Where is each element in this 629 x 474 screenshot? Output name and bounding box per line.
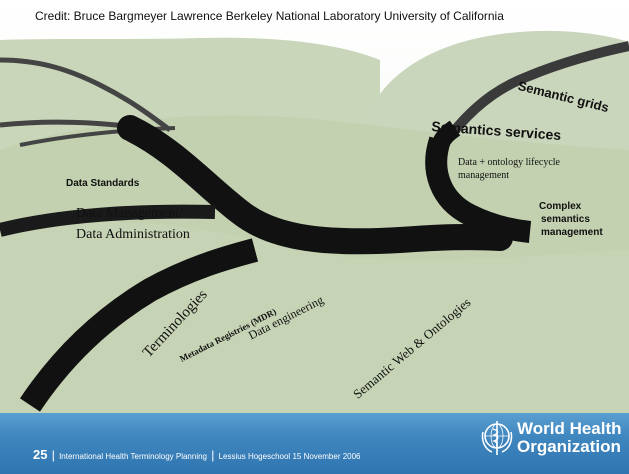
services-road: [425, 136, 532, 243]
label-data-standards: Data Standards: [66, 178, 140, 189]
foreground: [0, 221, 629, 413]
separator-1: |: [51, 448, 55, 462]
label-complex-2: semantics: [541, 214, 590, 225]
who-emblem-icon: [481, 421, 513, 455]
semantic-grids-road: [451, 41, 629, 134]
org-name-line2: Organization: [517, 437, 621, 456]
label-complex-3: management: [541, 227, 603, 238]
org-name-line1: World Health: [517, 419, 622, 438]
who-wordmark: World Health Organization: [517, 420, 622, 456]
label-data-mgmt-2: Data Administration: [76, 227, 190, 242]
thin-road-1: [0, 57, 172, 133]
terminologies-road: [20, 238, 259, 412]
footer-bar: 25 | International Health Terminology Pl…: [0, 413, 629, 474]
slide-number: 25: [33, 447, 48, 462]
label-lifecycle-1: Data + ontology lifecycle: [458, 157, 560, 168]
main-road: [117, 115, 513, 255]
label-complex-1: Complex: [539, 201, 582, 212]
landscape-illustration: [0, 0, 629, 413]
left-branch-road: [0, 204, 216, 237]
separator-2: |: [211, 448, 215, 462]
credit-line: Credit: Bruce Bargmeyer Lawrence Berkele…: [35, 9, 504, 23]
event-date: 15 November 2006: [292, 452, 361, 461]
venue-name: Lessius Hogeschool: [218, 452, 291, 461]
services-connector: [431, 120, 461, 149]
label-data-mgmt-1: Data Management/: [76, 206, 183, 221]
label-lifecycle-2: management: [458, 170, 510, 181]
footer-caption: 25 | International Health Terminology Pl…: [33, 447, 361, 462]
event-name: International Health Terminology Plannin…: [59, 452, 208, 461]
